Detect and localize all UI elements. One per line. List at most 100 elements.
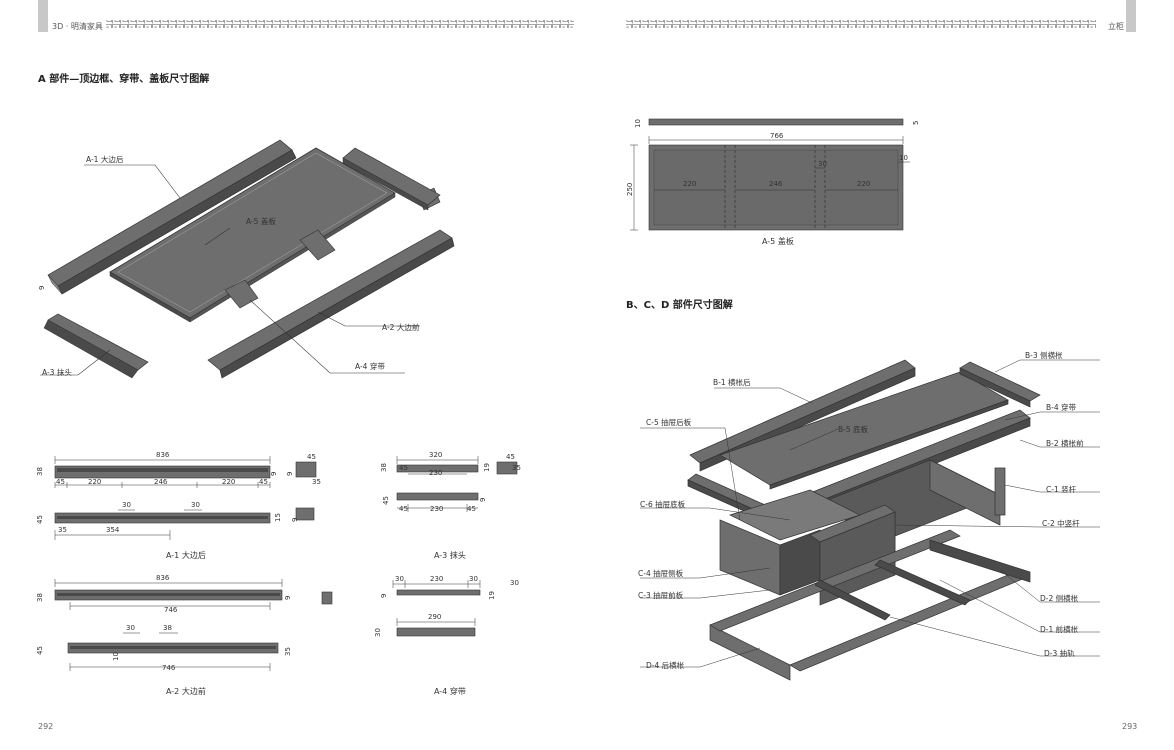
svg-text:220: 220 (222, 478, 235, 486)
label-b3: B-3 侧横枨 (1025, 351, 1063, 360)
svg-text:35: 35 (312, 478, 321, 486)
svg-text:38: 38 (36, 467, 44, 476)
svg-text:290: 290 (428, 613, 441, 621)
right-header-bar (1126, 0, 1136, 32)
svg-text:45: 45 (399, 505, 408, 513)
svg-text:746: 746 (162, 664, 176, 672)
svg-text:354: 354 (106, 526, 120, 534)
svg-text:45: 45 (36, 515, 44, 524)
svg-text:30: 30 (818, 160, 827, 168)
svg-text:30: 30 (191, 501, 200, 509)
label-d4: D-4 后横枨 (646, 661, 685, 670)
label-a1: A-1 大边后 (86, 155, 124, 164)
svg-text:45: 45 (382, 496, 390, 505)
label-d2: D-2 侧横枨 (1040, 594, 1079, 603)
svg-text:246: 246 (769, 180, 783, 188)
a-exploded-view: 9 (38, 139, 455, 379)
svg-text:15: 15 (274, 513, 282, 522)
label-a2: A-2 大边前 (382, 323, 420, 332)
svg-text:230: 230 (429, 469, 442, 477)
a-orthographic-drawings: 836 38 45 220 246 220 45 9 9 45 35 30 30… (36, 451, 521, 672)
caption-a4: A-4 穿带 (434, 687, 466, 696)
svg-text:220: 220 (683, 180, 696, 188)
svg-text:35: 35 (58, 526, 67, 534)
svg-text:30: 30 (395, 575, 404, 583)
svg-text:30: 30 (469, 575, 478, 583)
svg-text:9: 9 (380, 594, 388, 598)
caption-a5: A-5 盖板 (762, 237, 794, 246)
label-d3: D-3 抽轨 (1044, 649, 1075, 658)
svg-text:45: 45 (36, 646, 44, 655)
label-b2: B-2 横枨前 (1046, 439, 1084, 448)
svg-text:836: 836 (156, 451, 170, 459)
svg-text:45: 45 (307, 453, 316, 461)
svg-text:30: 30 (122, 501, 131, 509)
a1-rail-shape (47, 139, 297, 295)
label-b5: B-5 底板 (838, 425, 869, 434)
svg-text:220: 220 (88, 478, 101, 486)
label-b1: B-1 横枨后 (713, 378, 751, 387)
svg-text:5: 5 (912, 121, 920, 125)
svg-text:9: 9 (284, 596, 292, 600)
svg-text:45: 45 (56, 478, 65, 486)
page-number-left: 292 (38, 722, 54, 731)
caption-a3: A-3 抹头 (434, 551, 466, 560)
svg-text:10: 10 (112, 652, 120, 661)
svg-text:246: 246 (154, 478, 168, 486)
svg-text:19: 19 (488, 591, 496, 600)
label-c6: C-6 抽屉底板 (640, 500, 686, 509)
svg-text:766: 766 (770, 132, 784, 140)
svg-text:9: 9 (270, 472, 278, 476)
svg-text:230: 230 (430, 575, 443, 583)
svg-text:19: 19 (483, 463, 491, 472)
svg-text:230: 230 (430, 505, 443, 513)
caption-a1: A-1 大边后 (166, 551, 206, 560)
svg-text:30: 30 (126, 624, 135, 632)
a-leader-lines (40, 164, 420, 376)
svg-text:9: 9 (479, 498, 487, 502)
svg-text:38: 38 (36, 593, 44, 602)
svg-text:45: 45 (467, 505, 476, 513)
svg-text:30: 30 (374, 628, 382, 637)
label-c2: C-2 中竖杆 (1042, 519, 1080, 528)
svg-text:45: 45 (399, 464, 408, 472)
svg-text:250: 250 (626, 183, 634, 196)
svg-text:10: 10 (634, 119, 642, 128)
label-c1: C-1 竖杆 (1046, 485, 1077, 494)
svg-text:9: 9 (38, 286, 46, 290)
greek-key-border (106, 20, 1096, 28)
label-c3: C-3 抽屉前板 (638, 591, 684, 600)
svg-text:38: 38 (163, 624, 172, 632)
svg-text:836: 836 (156, 574, 170, 582)
svg-text:9: 9 (291, 518, 299, 522)
svg-text:746: 746 (164, 606, 178, 614)
label-a3: A-3 抹头 (42, 368, 72, 377)
label-b4: B-4 穿带 (1046, 403, 1077, 412)
svg-text:35: 35 (512, 464, 521, 472)
svg-text:45: 45 (506, 453, 515, 461)
a3-left-shape (43, 313, 149, 379)
svg-text:30: 30 (510, 579, 519, 587)
label-a5: A-5 盖板 (246, 217, 276, 226)
label-d1: D-1 前横枨 (1040, 625, 1079, 634)
svg-text:45: 45 (259, 478, 268, 486)
left-header-bar (38, 0, 48, 32)
a2-rail-shape (207, 229, 455, 379)
svg-text:38: 38 (380, 463, 388, 472)
svg-text:10: 10 (899, 154, 908, 162)
section-title-a: A 部件—顶边框、穿带、盖板尺寸图解 (38, 74, 210, 85)
label-a4: A-4 穿带 (355, 362, 385, 371)
svg-text:9: 9 (286, 472, 294, 476)
section-title-bcd: B、C、D 部件尺寸图解 (626, 300, 733, 311)
svg-text:220: 220 (857, 180, 870, 188)
caption-a2: A-2 大边前 (166, 687, 206, 696)
right-header-text: 立柜 (1108, 22, 1124, 31)
label-c4: C-4 抽屉侧板 (638, 569, 684, 578)
page-number-right: 293 (1122, 722, 1138, 731)
label-c5: C-5 抽屉后板 (646, 418, 692, 427)
left-header-text: 3D · 明清家具 (52, 22, 103, 31)
a3-right-shape (342, 147, 441, 211)
svg-text:320: 320 (429, 451, 442, 459)
